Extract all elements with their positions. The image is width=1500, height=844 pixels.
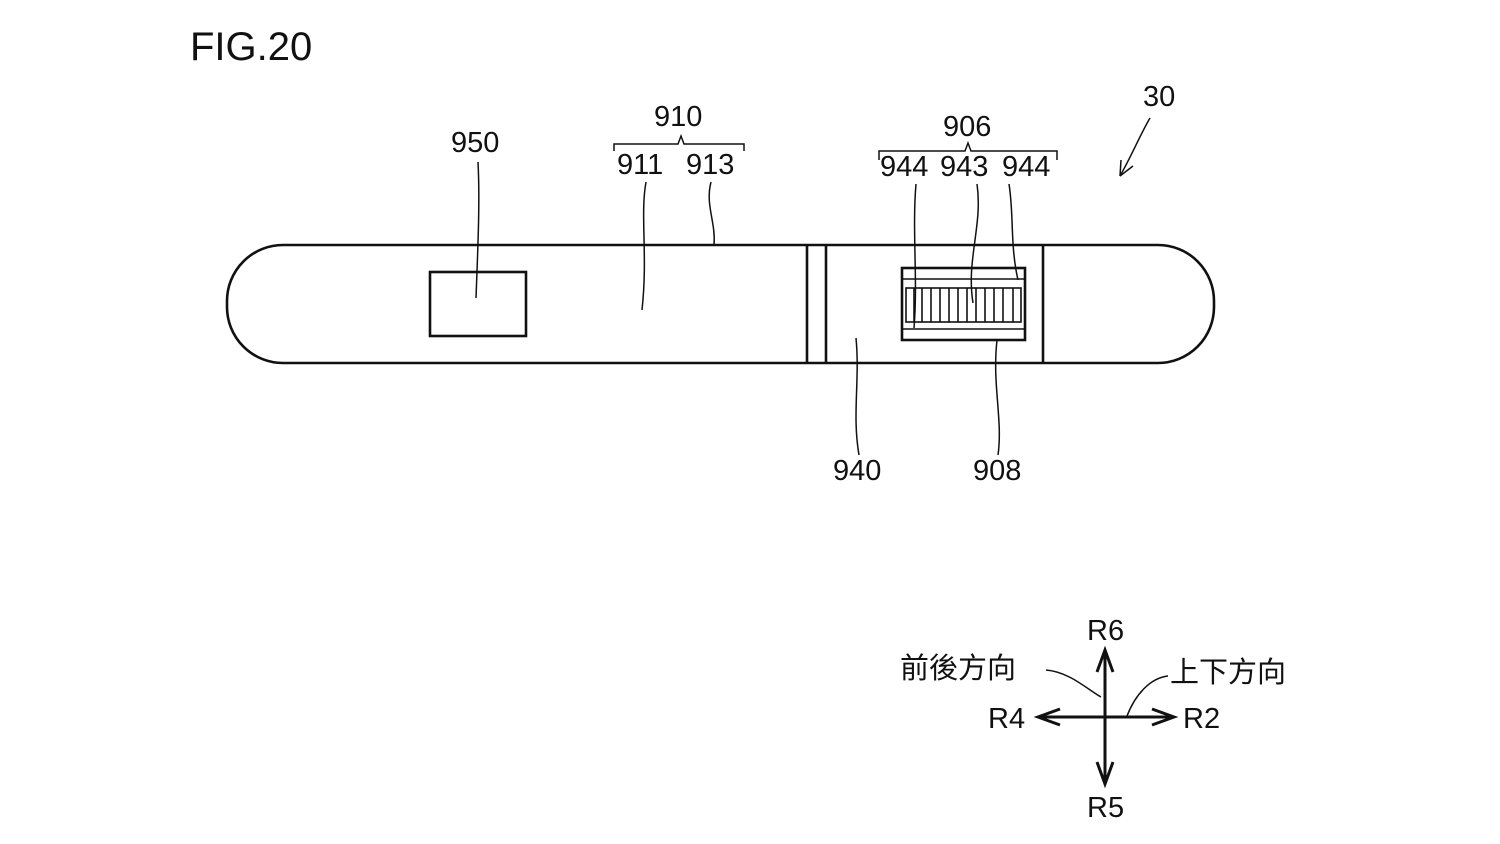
leader-943	[970, 183, 980, 304]
display-window	[428, 270, 528, 338]
direction-right-label: R2	[1183, 703, 1220, 735]
leader-940	[855, 337, 860, 456]
label-908: 908	[973, 455, 1021, 487]
leader-950	[475, 161, 480, 299]
direction-up-label: R6	[1087, 615, 1124, 647]
label-950: 950	[451, 127, 499, 159]
label-device-30: 30	[1143, 81, 1175, 113]
leader-911	[641, 181, 647, 311]
up-down-direction-label: 上下方向	[1170, 655, 1286, 689]
leader-944-right	[1008, 183, 1019, 281]
leader-944-left	[913, 183, 917, 329]
figure-title: FIG.20	[190, 25, 312, 69]
bracket-906	[878, 140, 1058, 160]
bracket-910	[613, 133, 745, 151]
label-944-right: 944	[1002, 151, 1050, 183]
device-ref-arrow	[1119, 117, 1151, 177]
label-943: 943	[940, 151, 988, 183]
label-913: 913	[686, 149, 734, 181]
label-911: 911	[617, 149, 663, 181]
direction-legend	[1033, 645, 1179, 789]
front-back-direction-label: 前後方向	[900, 651, 1016, 685]
leader-908	[994, 339, 1001, 456]
direction-left-label: R4	[988, 703, 1025, 735]
label-906: 906	[943, 111, 991, 143]
device-body-outline	[225, 243, 1216, 365]
label-940: 940	[833, 455, 881, 487]
label-910: 910	[654, 101, 702, 133]
direction-down-label: R5	[1087, 792, 1124, 824]
leader-913	[708, 181, 715, 246]
label-944-left: 944	[880, 151, 928, 183]
connector-assembly	[900, 266, 1027, 342]
